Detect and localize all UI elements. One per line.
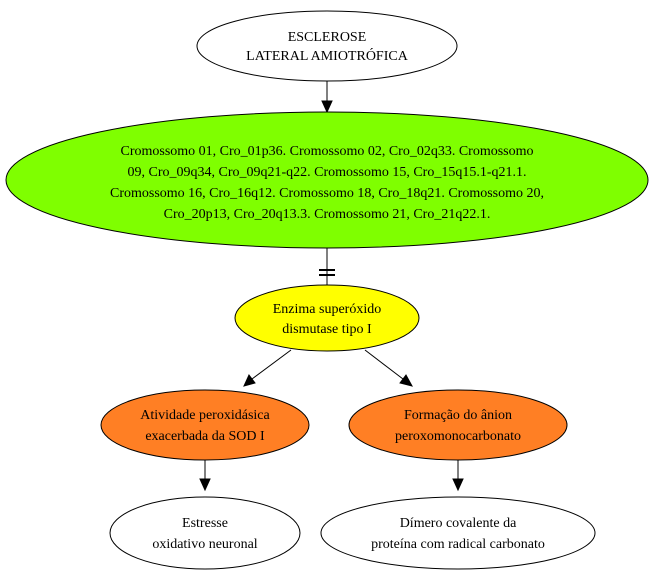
node-sod1: Enzima superóxido dismutase tipo I <box>234 284 420 352</box>
node-peroxidase-label-line-2: exacerbada da SOD I <box>145 429 265 444</box>
edge-peroxidase-to-stress <box>199 459 211 492</box>
arrow-head-icon <box>321 100 333 114</box>
node-anion-label-line-2: peroxomonocarbonato <box>395 429 521 444</box>
node-als-label-line-2: LATERAL AMIOTRÓFICA <box>246 47 409 64</box>
node-dimer-label-line-2: proteína com radical carbonato <box>371 537 545 552</box>
node-peroxidase: Atividade peroxidásica exacerbada da SOD… <box>100 389 310 461</box>
node-chromosomes-label-line-1: Cromossomo 01, Cro_01p36. Cromossomo 02,… <box>120 144 533 159</box>
node-chromosomes-label-line-3: Cromossomo 16, Cro_16q12. Cromossomo 18,… <box>110 186 544 201</box>
node-peroxidase-shape <box>100 389 310 461</box>
node-chromosomes-shape <box>5 111 649 249</box>
edge-als-to-chromosomes <box>321 81 333 114</box>
node-anion-shape <box>348 389 568 461</box>
node-stress-label-line-2: oxidativo neuronal <box>152 537 257 552</box>
node-als-shape <box>196 10 458 82</box>
node-dimer: Dímero covalente da proteína com radical… <box>320 496 596 570</box>
node-sod1-label-line-2: dismutase tipo I <box>282 322 372 337</box>
node-als-label-line-1: ESCLEROSE <box>288 30 367 45</box>
node-dimer-label-line-1: Dímero covalente da <box>400 516 517 531</box>
node-chromosomes-label-line-2: 09, Cro_09q34, Cro_09q21-q22. Cromossomo… <box>128 165 527 180</box>
node-stress-label-line-1: Estresse <box>182 516 228 531</box>
node-dimer-shape <box>320 496 596 570</box>
node-sod1-shape <box>234 284 420 352</box>
node-chromosomes-label-line-4: Cro_20p13, Cro_20q13.3. Cromossomo 21, C… <box>164 207 491 222</box>
node-stress: Estresse oxidativo neuronal <box>109 496 301 570</box>
arrow-head-icon <box>452 478 464 492</box>
node-sod1-label-line-1: Enzima superóxido <box>273 302 381 317</box>
arrow-head-icon <box>199 478 211 492</box>
node-anion: Formação do ânion peroxomonocarbonato <box>348 389 568 461</box>
edge-anion-to-dimer <box>452 459 464 492</box>
node-peroxidase-label-line-1: Atividade peroxidásica <box>140 408 270 423</box>
node-anion-label-line-1: Formação do ânion <box>404 408 512 423</box>
edge-sod1-to-anion <box>364 349 413 387</box>
edge-chromosomes-to-sod1 <box>319 248 335 285</box>
arrow-head-icon <box>399 374 413 387</box>
node-als: ESCLEROSE LATERAL AMIOTRÓFICA <box>196 10 458 82</box>
node-chromosomes: Cromossomo 01, Cro_01p36. Cromossomo 02,… <box>5 111 649 249</box>
arrow-head-icon <box>243 374 256 387</box>
edge-sod1-to-peroxidase <box>243 349 292 387</box>
node-stress-shape <box>109 496 301 570</box>
